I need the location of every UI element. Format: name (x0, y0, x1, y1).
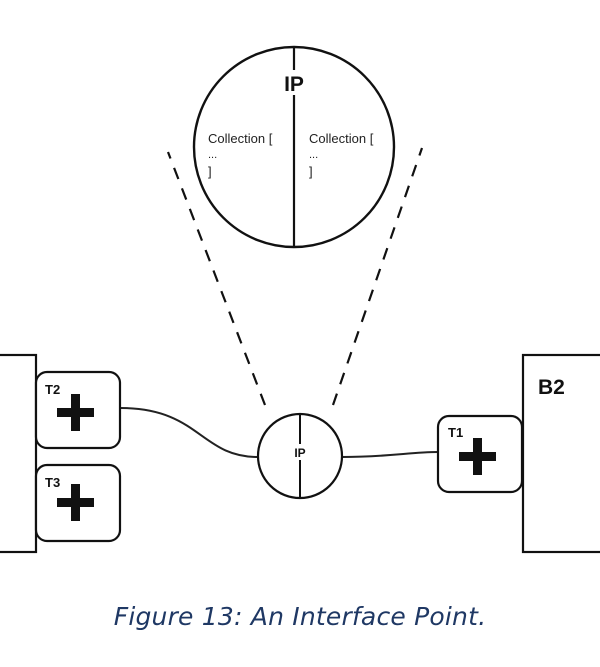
connection-ip-t1 (341, 451, 439, 458)
interface-point-small[interactable]: IP (256, 412, 344, 500)
terminal-t3-label: T3 (45, 475, 60, 490)
interface-point-zoom-title: IP (284, 73, 304, 96)
collection-left-ellipsis: ... (208, 149, 217, 161)
block-left (0, 353, 38, 554)
plus-icon (57, 394, 94, 431)
terminal-t3[interactable]: T3 (34, 463, 122, 543)
plus-icon (459, 438, 496, 475)
terminal-t1[interactable]: T1 (436, 414, 524, 494)
collection-right-open: Collection [ (309, 131, 374, 146)
collection-right-ellipsis: ... (309, 149, 318, 161)
interface-point-zoom: IP Collection [ ... ] Collection [ ... ] (192, 45, 396, 249)
block-b2-label: B2 (538, 376, 565, 399)
zoom-line-left (166, 151, 267, 406)
zoom-line-right (331, 147, 424, 406)
collection-right-close: ] (309, 164, 313, 179)
plus-icon (57, 484, 94, 521)
interface-point-diagram: B2 T2 T3 T1 IP (0, 45, 600, 554)
collection-left-open: Collection [ (208, 131, 273, 146)
collection-left-close: ] (208, 164, 212, 179)
connection-t2-ip (119, 407, 259, 458)
terminal-t2-label: T2 (45, 382, 60, 397)
interface-point-small-label: IP (294, 446, 305, 460)
terminal-t1-label: T1 (448, 425, 463, 440)
terminal-t2[interactable]: T2 (34, 370, 122, 450)
figure-caption: Figure 13: An Interface Point. (113, 602, 487, 631)
